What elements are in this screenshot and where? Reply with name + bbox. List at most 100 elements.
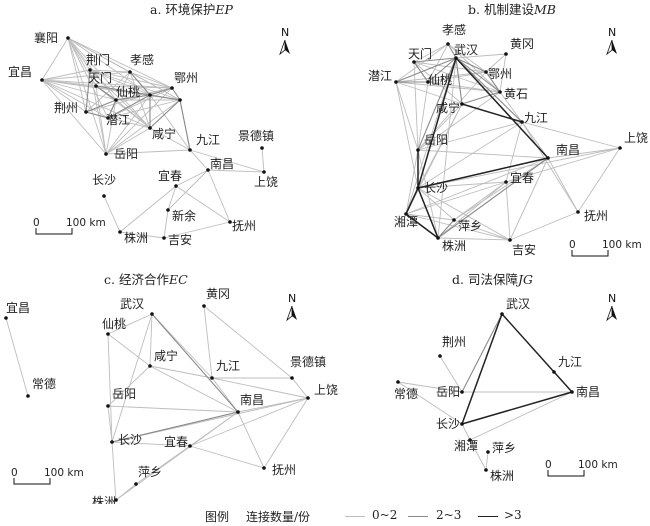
link-weak xyxy=(521,121,579,213)
legend-line-weak xyxy=(345,516,365,517)
link-weak xyxy=(413,61,487,73)
north-arrow-icon xyxy=(606,305,613,322)
city-node xyxy=(546,156,550,160)
link-weak xyxy=(417,187,511,241)
city-node xyxy=(188,444,192,448)
city-node xyxy=(460,390,464,394)
link-strong xyxy=(417,187,439,239)
city-label: 九江 xyxy=(524,111,548,125)
link-weak xyxy=(427,43,449,83)
city-label: 仙桃 xyxy=(116,84,140,99)
link-weak xyxy=(129,71,181,101)
city-label: 常德 xyxy=(394,386,418,401)
link-weak xyxy=(89,69,131,73)
link-weak xyxy=(41,71,131,81)
link-mid xyxy=(171,87,181,101)
link-weak xyxy=(41,79,87,113)
link-weak xyxy=(105,94,151,155)
city-label: 咸宁 xyxy=(154,348,178,363)
link-weak xyxy=(453,181,507,221)
city-node xyxy=(486,450,490,454)
link-weak xyxy=(395,81,463,105)
city-node xyxy=(162,236,166,240)
city-label: 九江 xyxy=(558,355,582,369)
link-weak xyxy=(107,313,153,335)
link-weak xyxy=(499,91,523,123)
city-label: 武汉 xyxy=(454,43,478,57)
link-weak xyxy=(119,185,177,233)
city-label: 景德镇 xyxy=(290,354,326,369)
link-weak xyxy=(237,411,265,469)
city-node xyxy=(150,312,154,316)
legend-subtitle: 连接数量/份 xyxy=(246,510,311,524)
link-weak xyxy=(439,355,463,393)
city-node xyxy=(148,364,152,368)
city-node xyxy=(484,70,488,74)
link-weak xyxy=(107,405,113,443)
city-node xyxy=(262,170,266,174)
link-weak xyxy=(105,99,117,155)
link-weak xyxy=(167,185,177,211)
link-strong xyxy=(461,103,523,123)
link-weak xyxy=(485,451,489,471)
city-label: 抚州 xyxy=(272,463,296,477)
city-node xyxy=(236,410,240,414)
city-label: 吉安 xyxy=(168,232,192,247)
link-weak xyxy=(263,397,309,469)
link-weak xyxy=(41,69,91,81)
link-strong xyxy=(501,313,573,393)
city-label: 岳阳 xyxy=(112,387,136,401)
link-mid xyxy=(111,411,239,443)
link-mid xyxy=(447,43,457,59)
link-weak xyxy=(67,37,109,119)
city-label: 鄂州 xyxy=(488,67,512,81)
city-node xyxy=(436,236,440,240)
city-label: 宜春 xyxy=(510,170,534,185)
link-weak xyxy=(89,69,173,89)
city-label: 湘潭 xyxy=(394,214,418,229)
city-label: 荆州 xyxy=(442,335,466,349)
city-label: 南昌 xyxy=(576,384,600,399)
city-node xyxy=(416,186,420,190)
city-node xyxy=(552,370,556,374)
scale-bar xyxy=(13,478,51,485)
panel-environmental-protection: 襄阳宜昌荆门孝感天门仙桃鄂州荆州潜江咸宁岳阳九江景德镇南昌上饶长沙宜春新余株洲吉… xyxy=(8,2,290,247)
link-strong xyxy=(405,213,439,239)
link-mid xyxy=(149,87,173,96)
link-weak xyxy=(107,87,173,119)
link-mid xyxy=(107,94,151,119)
link-mid xyxy=(179,99,191,151)
link-weak xyxy=(417,147,621,189)
city-label: 孝感 xyxy=(130,52,154,67)
city-node xyxy=(520,120,524,124)
link-weak xyxy=(5,317,29,397)
city-node xyxy=(404,212,408,216)
link-mid xyxy=(461,313,503,393)
link-weak xyxy=(111,441,117,501)
north-label: N xyxy=(281,26,289,39)
link-mid xyxy=(455,57,487,73)
city-node xyxy=(260,146,264,150)
link-weak xyxy=(129,71,173,89)
link-weak xyxy=(115,483,137,501)
city-node xyxy=(498,90,502,94)
link-weak xyxy=(509,211,579,241)
scale-zero: 0 xyxy=(545,459,552,471)
city-label: 株洲 xyxy=(124,230,148,245)
link-weak xyxy=(189,397,309,447)
city-node xyxy=(102,194,106,198)
legend-label-mid: 2~3 xyxy=(436,508,462,522)
city-label: 咸宁 xyxy=(436,100,460,115)
city-label: 武汉 xyxy=(120,297,144,311)
city-node xyxy=(290,376,294,380)
link-mid xyxy=(413,57,457,63)
city-node xyxy=(504,180,508,184)
city-label: 景德镇 xyxy=(238,128,274,143)
link-weak xyxy=(461,423,471,441)
link-weak xyxy=(417,181,507,189)
city-node xyxy=(134,482,138,486)
link-weak xyxy=(41,79,107,155)
city-node xyxy=(170,86,174,90)
link-strong xyxy=(455,57,549,159)
link-mid xyxy=(95,85,117,101)
